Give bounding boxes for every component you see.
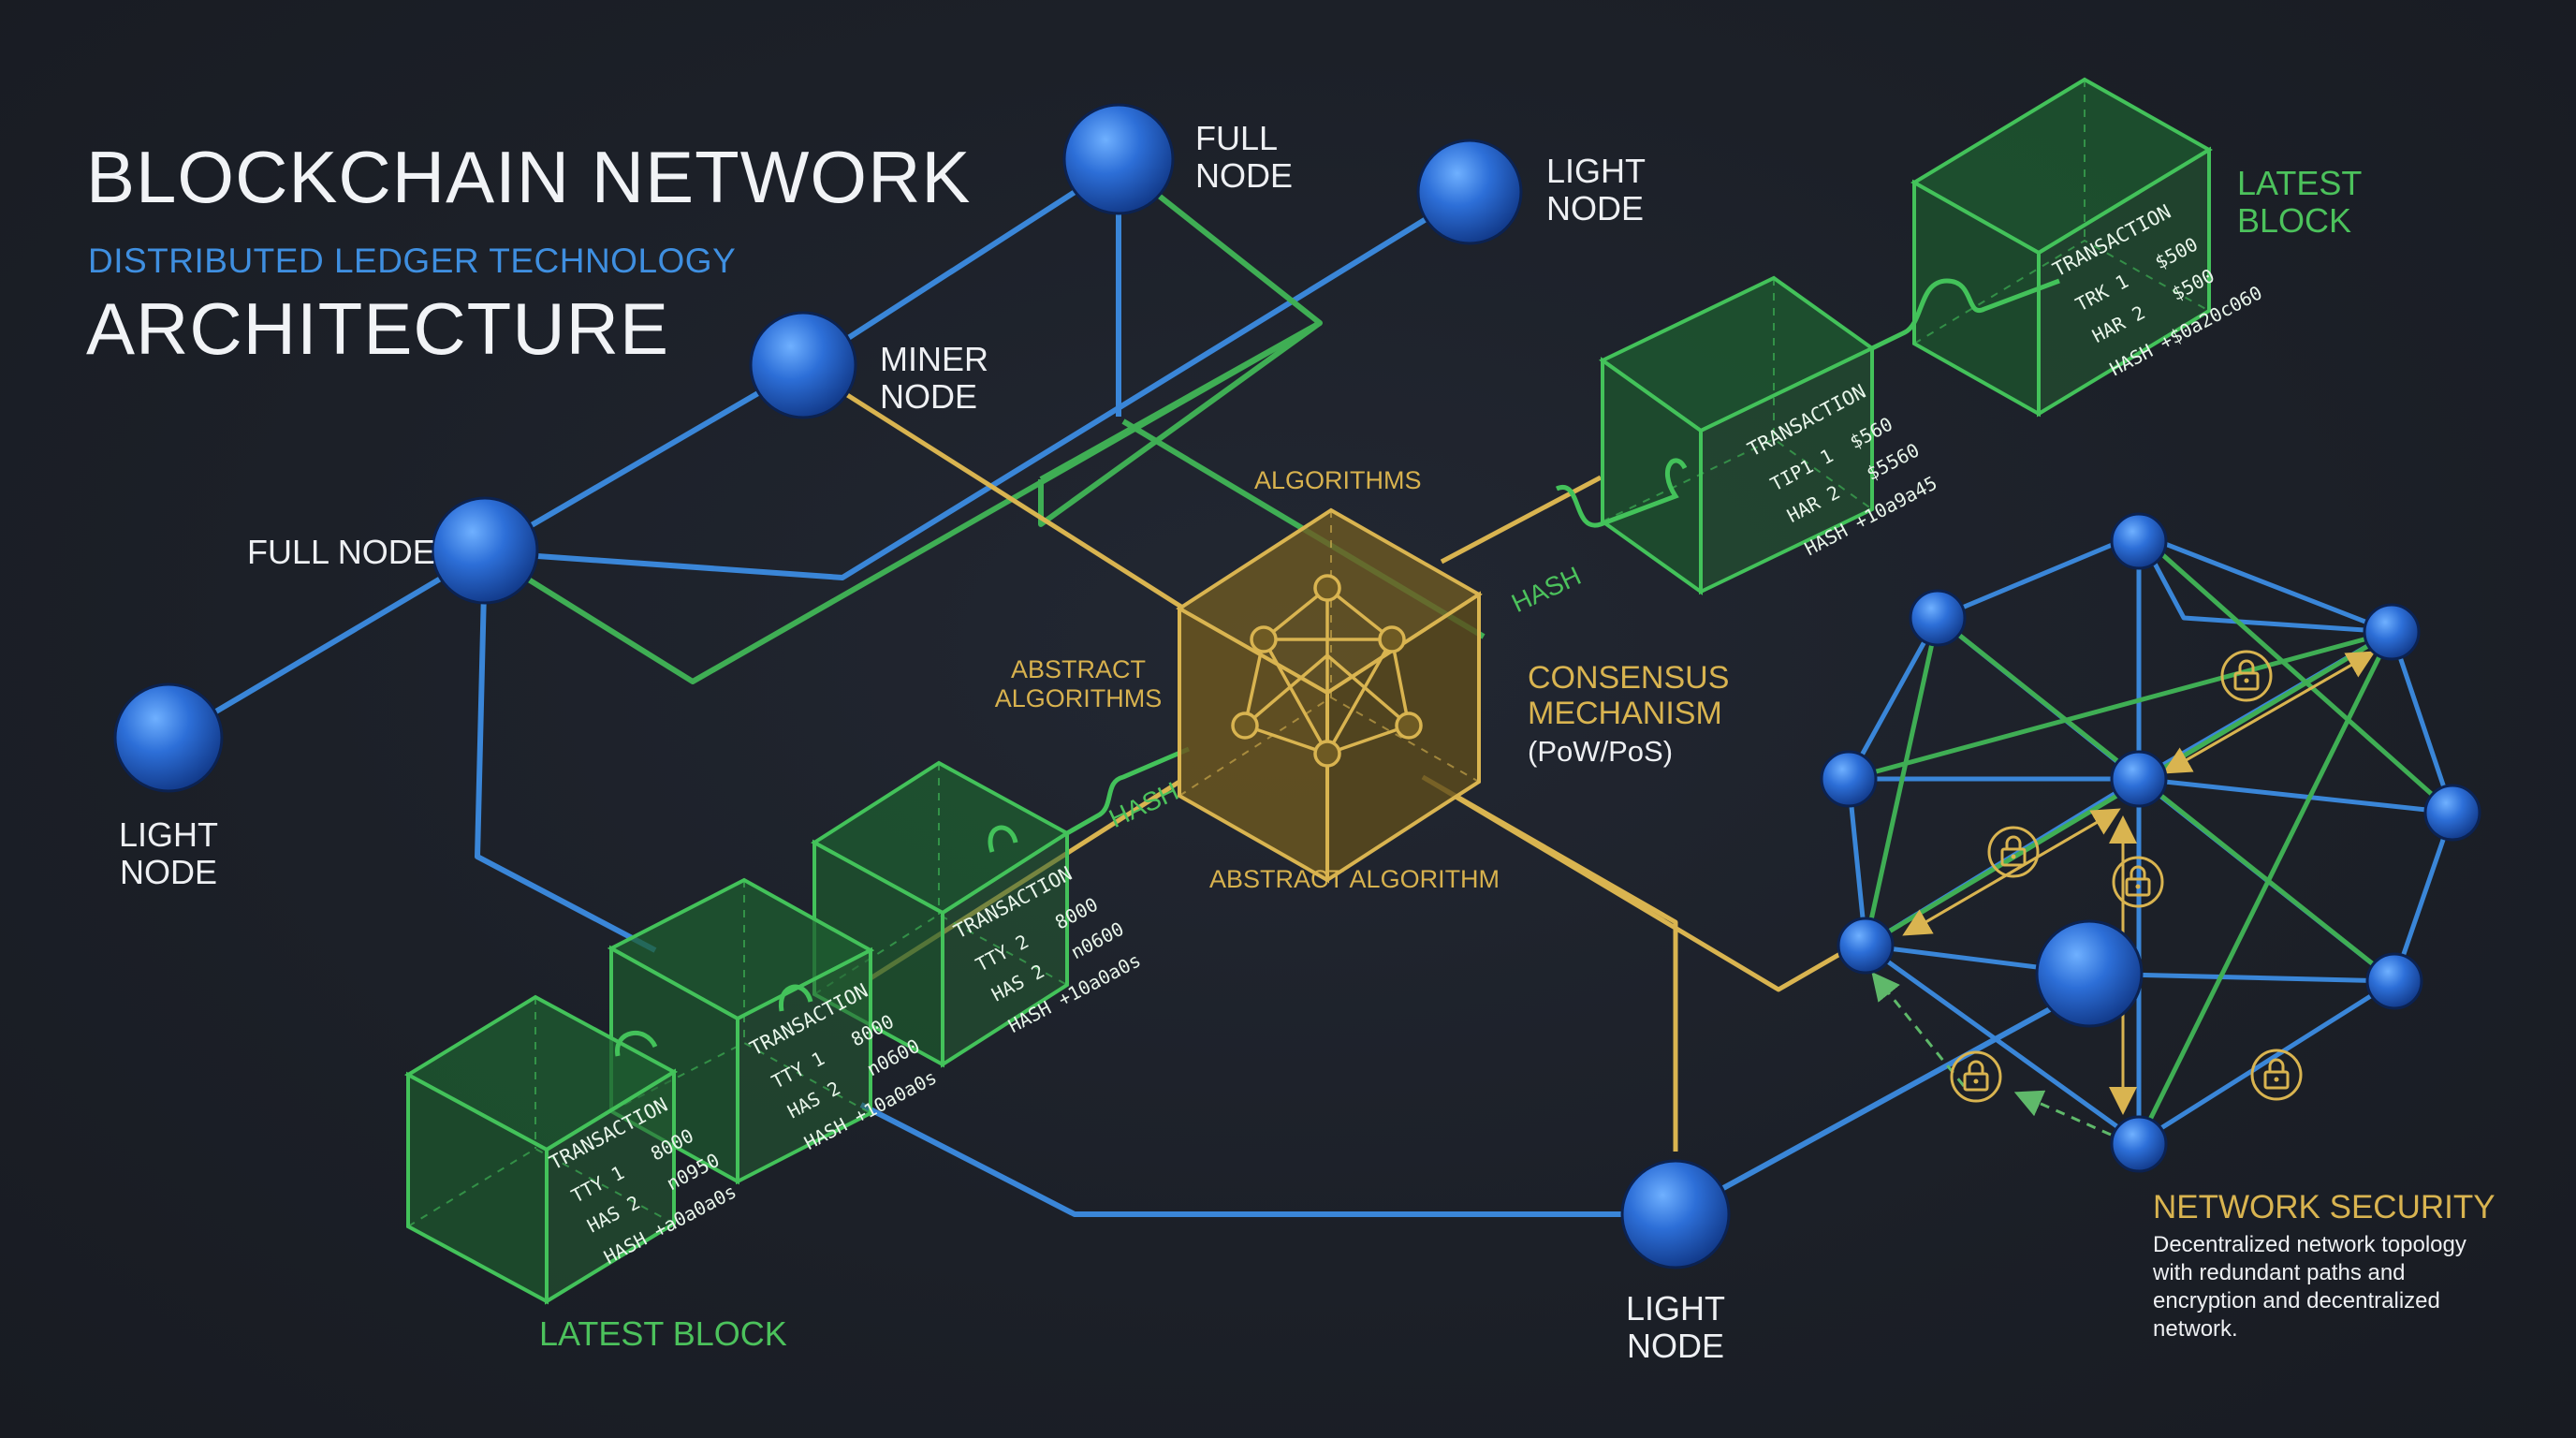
- mesh-node: [2110, 750, 2168, 808]
- full-node-left: [431, 496, 539, 605]
- consensus-cube: [1176, 507, 1483, 884]
- lock-icon: [1950, 1050, 2002, 1103]
- blue-links: [167, 161, 2091, 1217]
- light-node-left-label: LIGHT NODE: [118, 815, 218, 891]
- mesh-node: [1909, 589, 1967, 647]
- light-node-left: [113, 682, 224, 793]
- title-line-2: ARCHITECTURE: [86, 287, 670, 370]
- block-top-right: [1910, 77, 2213, 418]
- consensus-title: CONSENSUS MECHANISM: [1528, 660, 1730, 731]
- mesh-node: [2363, 603, 2421, 661]
- mesh-node: [2110, 512, 2168, 570]
- light-node-bottom-label: LIGHT NODE: [1625, 1289, 1725, 1365]
- security-arrows: [1871, 651, 2376, 1137]
- network-security-title: NETWORK SECURITY: [2153, 1189, 2496, 1225]
- algorithms-label: ALGORITHMS: [1254, 466, 1422, 494]
- latest-block-bottom-label: LATEST BLOCK: [539, 1314, 787, 1353]
- block-chain: [403, 77, 2213, 1305]
- network-security-description: Decentralized network topology with redu…: [2153, 1232, 2466, 1342]
- title-line-1: BLOCKCHAIN NETWORK: [86, 136, 972, 218]
- block-chain-1: [403, 994, 679, 1305]
- consensus-graph-icon: [1231, 574, 1423, 768]
- miner-node-label: MINER NODE: [880, 340, 988, 416]
- mesh-node: [1820, 750, 1878, 808]
- nodes: [113, 103, 2481, 1269]
- full-node-left-label: FULL NODE: [247, 533, 435, 571]
- page-title: BLOCKCHAIN NETWORK ARCHITECTURE: [86, 67, 1022, 438]
- mesh-node: [2423, 784, 2481, 842]
- light-node-top-label: LIGHT NODE: [1546, 152, 1647, 227]
- light-node-top: [1416, 139, 1523, 245]
- lock-icon: [1987, 826, 2040, 878]
- mesh-node: [1837, 917, 1895, 975]
- full-node-top-label: FULL NODE: [1195, 119, 1294, 195]
- full-node-top: [1062, 103, 1175, 215]
- mesh-node-large: [2035, 919, 2144, 1028]
- consensus-subtitle: (PoW/PoS): [1528, 735, 1674, 768]
- mesh-node: [2110, 1115, 2168, 1173]
- abstract-algorithms-label: ABSTRACT ALGORITHMS: [994, 655, 1163, 712]
- abstract-algorithm-label: ABSTRACT ALGORITHM: [1209, 865, 1500, 893]
- page-subtitle: DISTRIBUTED LEDGER TECHNOLOGY: [88, 242, 737, 280]
- latest-block-top-label: LATEST BLOCK: [2237, 164, 2363, 240]
- miner-node: [749, 311, 857, 419]
- chain-links: [615, 278, 2060, 1057]
- light-node-bottom: [1620, 1159, 1731, 1269]
- mesh-node: [2365, 952, 2423, 1010]
- block-middle-right: [1599, 275, 1876, 595]
